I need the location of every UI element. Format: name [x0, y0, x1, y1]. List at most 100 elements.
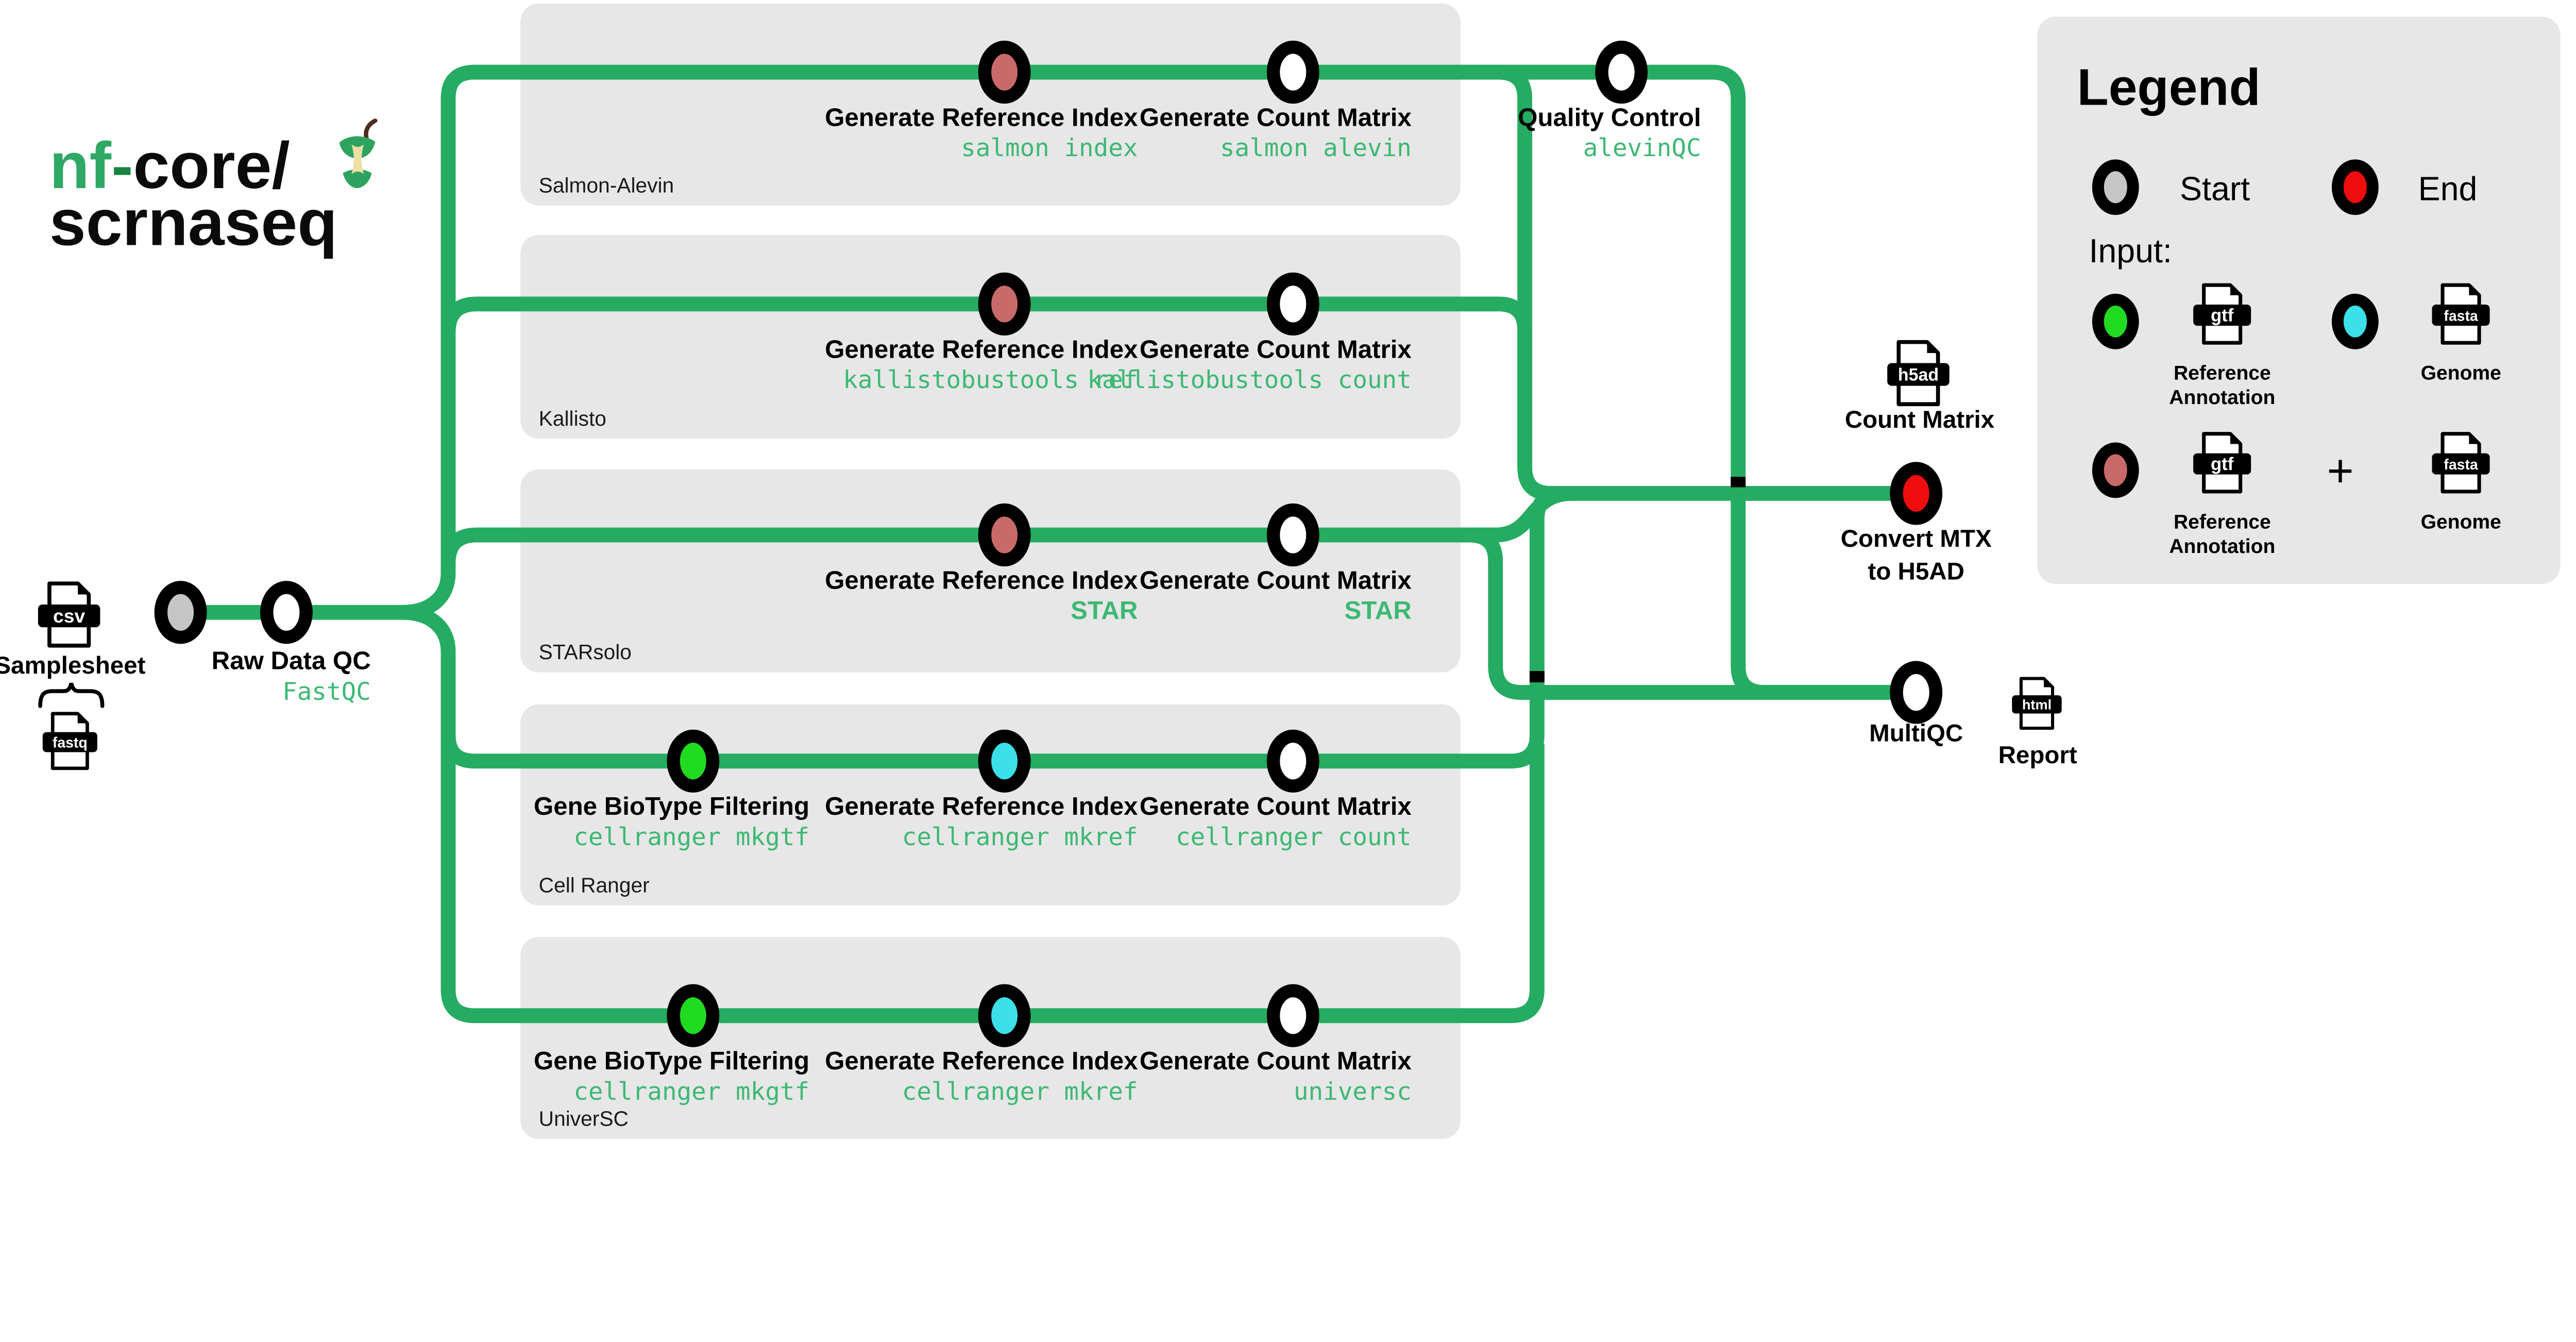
- legend-reference-line1: Reference: [2174, 511, 2271, 533]
- lane-name: Salmon-Alevin: [539, 173, 674, 197]
- count-matrix-label: Count Matrix: [1845, 406, 1995, 433]
- qc-tool: alevinQC: [1583, 134, 1701, 162]
- fastq-file-icon: fastq: [42, 712, 97, 770]
- legend-end-label: End: [2418, 171, 2478, 208]
- node-end-convert-mtx: [1890, 462, 1943, 525]
- step-tool: salmon index: [961, 134, 1138, 162]
- step-label: Generate Count Matrix: [1140, 1047, 1412, 1075]
- station-nodes: [154, 40, 1943, 1047]
- nf-core-logo: nf-core/ scrnaseq: [49, 119, 378, 259]
- samplesheet-label: Samplesheet: [0, 652, 146, 679]
- step-tool: salmon alevin: [1220, 134, 1412, 162]
- node-cellranger-mkref: [978, 729, 1031, 793]
- html-file-icon: html: [2012, 677, 2062, 730]
- legend-input-green-node: [2092, 293, 2139, 349]
- line-universc: [402, 605, 1545, 1024]
- step-label: Gene BioType Filtering: [534, 1047, 809, 1075]
- step-tool: STAR: [1071, 596, 1138, 625]
- legend-plus-sign: +: [2327, 445, 2353, 496]
- node-universc-mkgtf: [667, 984, 720, 1047]
- step-tool: cellranger count: [1176, 823, 1412, 851]
- legend-box: [2037, 16, 2561, 584]
- node-salmon-index: [978, 40, 1031, 104]
- fasta-file-icon: fasta: [2432, 283, 2490, 345]
- convert-mtx-label-line2: to H5AD: [1868, 558, 1964, 585]
- step-label: Generate Reference Index: [825, 1047, 1138, 1075]
- svg-text:fasta: fasta: [2444, 308, 2478, 325]
- outputs: h5ad Count Matrix Convert MTX to H5AD Mu…: [1841, 340, 2077, 769]
- qc-label: Quality Control: [1518, 103, 1701, 131]
- legend-reference-line2: Annotation: [2169, 387, 2275, 409]
- logo-line1: nf-core/: [49, 129, 290, 202]
- node-kallisto-ref: [978, 272, 1031, 336]
- node-kallisto-count: [1266, 272, 1319, 336]
- line-crossing-tick: [1529, 670, 1545, 683]
- lane-salmon-alevin: Generate Reference Index salmon index Ge…: [539, 103, 1412, 197]
- report-label: Report: [1998, 742, 2077, 769]
- lane-box-starsolo: [520, 469, 1461, 673]
- step-tool: cellranger mkref: [902, 1078, 1138, 1106]
- pipeline-metro-map: nf-core/ scrnaseq csv Samplesheet fastq …: [0, 3, 2561, 1139]
- node-universc-count: [1266, 984, 1319, 1047]
- node-multiqc: [1890, 661, 1943, 724]
- convert-mtx-label-line1: Convert MTX: [1841, 525, 1992, 552]
- legend: Legend Start End Input: gtf Reference An…: [2077, 59, 2501, 558]
- lane-name: STARsolo: [539, 640, 632, 664]
- multiqc-label: MultiQC: [1869, 720, 1963, 747]
- legend-end-node: [2331, 159, 2379, 215]
- lane-cellranger: Gene BioType Filtering cellranger mkgtf …: [534, 792, 1412, 897]
- svg-text:fasta: fasta: [2444, 457, 2478, 473]
- lane-box-kallisto: [520, 234, 1461, 439]
- node-salmon-alevin: [1266, 40, 1319, 104]
- legend-genome-label: Genome: [2421, 362, 2501, 384]
- step-label: Generate Reference Index: [825, 566, 1138, 594]
- node-cellranger-mkgtf: [667, 729, 720, 793]
- legend-start-node: [2092, 159, 2139, 215]
- node-start-samplesheet: [154, 581, 207, 644]
- line-salmon-alevin-to-multiqc: [180, 64, 1898, 700]
- svg-text:h5ad: h5ad: [1898, 365, 1939, 384]
- step-label: Gene BioType Filtering: [534, 792, 809, 820]
- legend-input-cyan-node: [2331, 293, 2379, 349]
- step-label: Generate Reference Index: [825, 792, 1138, 820]
- step-label: Generate Reference Index: [825, 103, 1138, 131]
- node-star-index: [978, 503, 1031, 567]
- input-files: csv Samplesheet fastq: [0, 581, 146, 770]
- fasta-file-icon: fasta: [2432, 432, 2490, 494]
- svg-text:html: html: [2022, 696, 2052, 712]
- legend-start-label: Start: [2180, 171, 2250, 208]
- legend-input-label: Input:: [2089, 232, 2172, 270]
- step-tool: universc: [1294, 1078, 1412, 1106]
- raw-data-qc-station: Raw Data QC FastQC: [212, 647, 371, 706]
- csv-file-icon: csv: [38, 581, 100, 648]
- node-star-count: [1266, 503, 1319, 567]
- legend-reference-line1: Reference: [2174, 362, 2271, 384]
- gtf-file-icon: gtf: [2193, 432, 2251, 494]
- step-label: Generate Count Matrix: [1140, 335, 1412, 363]
- line-starsolo-to-multiqc-branch: [1460, 527, 1898, 700]
- h5ad-file-icon: h5ad: [1887, 340, 1950, 407]
- legend-genome-label: Genome: [2421, 511, 2501, 533]
- lane-name: UniverSC: [539, 1107, 629, 1131]
- legend-reference-line2: Annotation: [2169, 535, 2275, 558]
- apple-core-icon: [339, 119, 378, 188]
- step-label: Generate Count Matrix: [1140, 792, 1412, 820]
- step-tool: cellranger mkref: [902, 823, 1138, 851]
- logo-line2: scrnaseq: [49, 186, 337, 259]
- step-tool: STAR: [1344, 596, 1411, 625]
- lane-starsolo: Generate Reference Index STAR Generate C…: [539, 566, 1412, 664]
- line-crossing-tick: [1731, 477, 1746, 488]
- step-label: Generate Count Matrix: [1140, 103, 1412, 131]
- node-universc-mkref: [978, 984, 1031, 1047]
- legend-title: Legend: [2077, 59, 2261, 116]
- raw-qc-tool: FastQC: [282, 678, 371, 706]
- lane-box-salmon-alevin: [520, 3, 1461, 206]
- step-tool: kallistobustools ref: [843, 366, 1138, 394]
- node-cellranger-count: [1266, 729, 1319, 793]
- step-label: Generate Reference Index: [825, 335, 1138, 363]
- step-tool: cellranger mkgtf: [573, 1078, 809, 1106]
- node-alevinqc: [1595, 40, 1648, 104]
- svg-text:fastq: fastq: [53, 734, 88, 751]
- lane-kallisto: Generate Reference Index kallistobustool…: [539, 335, 1412, 430]
- step-tool: kallistobustools count: [1087, 366, 1411, 394]
